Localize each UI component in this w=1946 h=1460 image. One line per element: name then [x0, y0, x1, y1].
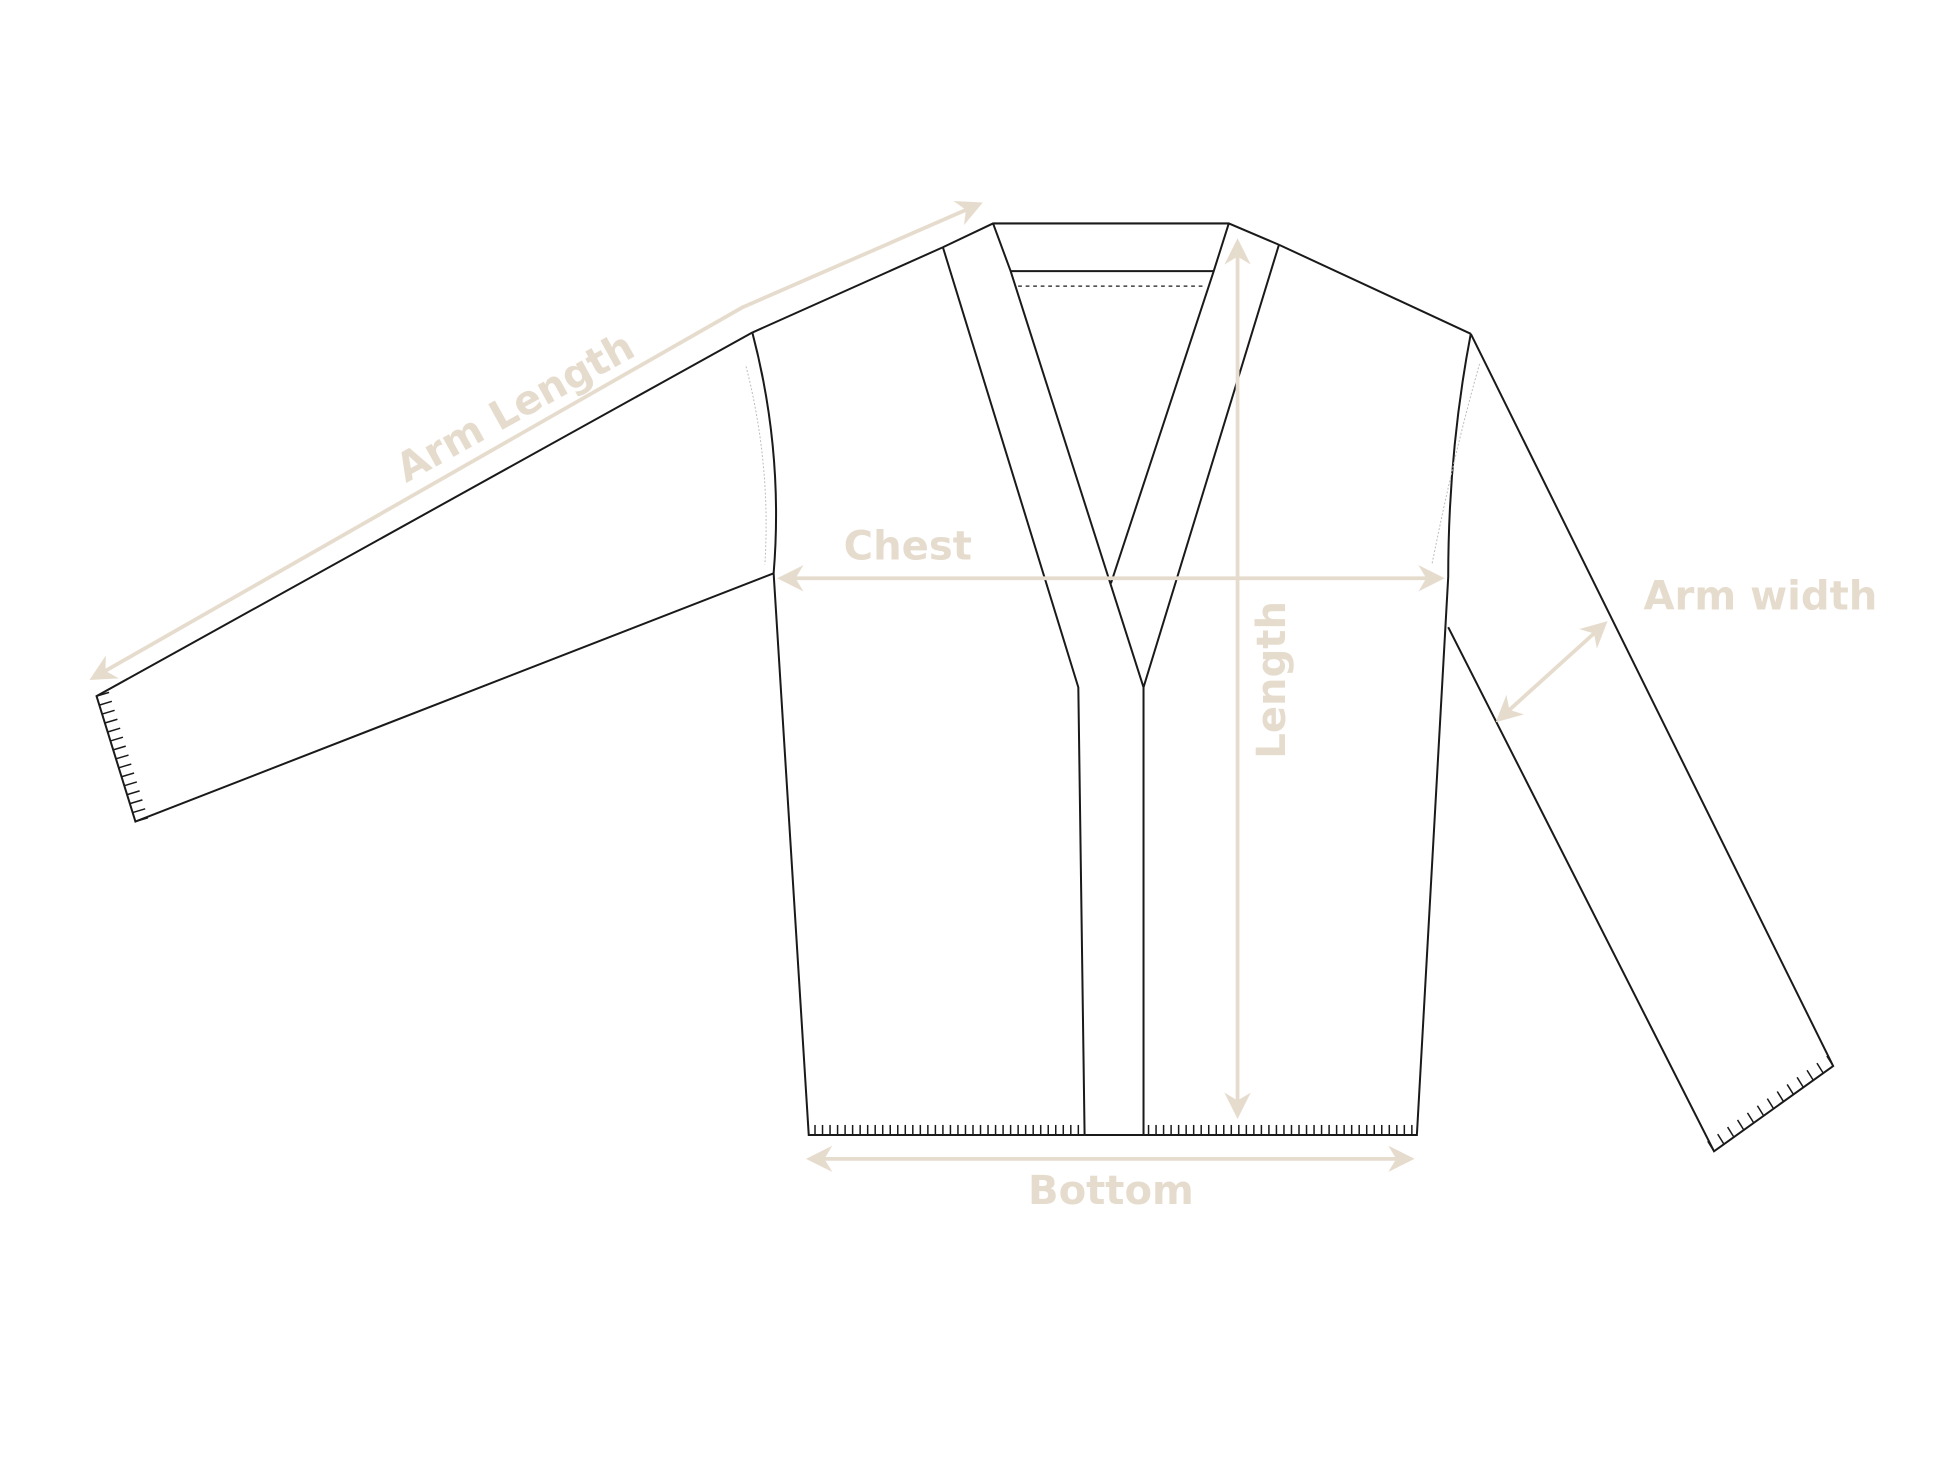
left-collar-outer	[941, 246, 1086, 1136]
hatch-mark	[115, 754, 129, 760]
hatch-mark	[1756, 1105, 1765, 1117]
hatch-mark	[107, 727, 121, 733]
left-sleeve	[95, 331, 774, 823]
hatch-mark	[96, 691, 110, 697]
chest-label: Chest	[844, 523, 972, 569]
hatch-mark	[1766, 1098, 1775, 1110]
hatch-mark	[99, 700, 113, 706]
hatch-mark	[124, 781, 138, 787]
hatch-mark	[1826, 1055, 1834, 1067]
seam-lines	[745, 363, 1481, 565]
hatch-mark	[129, 799, 143, 805]
hatch-mark	[101, 709, 115, 715]
hatch-mark	[1806, 1069, 1814, 1081]
right-sleeve	[1447, 333, 1835, 1153]
bottom-label: Bottom	[1028, 1168, 1194, 1214]
hatch-mark	[1796, 1076, 1805, 1088]
hatch-mark	[1707, 1140, 1715, 1152]
right-collar-inner	[1109, 223, 1230, 584]
hatch-mark	[104, 718, 118, 724]
left-body-side	[751, 332, 1085, 1137]
hatch-mark	[1717, 1133, 1725, 1145]
right-shoulder	[1278, 243, 1472, 335]
arm-length-label: Arm Length	[389, 323, 643, 491]
arm-length-arrow	[89, 200, 983, 680]
hatch-mark	[112, 745, 126, 751]
garment-outline	[95, 222, 1835, 1153]
hatch-mark	[1776, 1091, 1785, 1102]
ribbing-hatches	[96, 691, 1834, 1152]
arm-width-arrow	[1495, 621, 1608, 723]
length-label: Length	[1249, 601, 1295, 759]
hatch-mark	[1736, 1119, 1745, 1131]
hatch-mark	[1816, 1062, 1824, 1074]
hatch-mark	[118, 763, 132, 769]
hatch-mark	[1746, 1112, 1755, 1124]
hatch-mark	[126, 790, 140, 796]
measurement-arrows	[89, 200, 1608, 1172]
left-collar-inner	[992, 223, 1145, 688]
hatch-mark	[1786, 1084, 1795, 1095]
hatch-mark	[1726, 1126, 1735, 1138]
right-body-side	[1143, 333, 1472, 1137]
hatch-mark	[121, 772, 135, 778]
hatch-mark	[132, 808, 146, 814]
arm-width-label: Arm width	[1644, 574, 1878, 620]
hatch-mark	[135, 817, 149, 823]
hatch-mark	[110, 736, 124, 742]
